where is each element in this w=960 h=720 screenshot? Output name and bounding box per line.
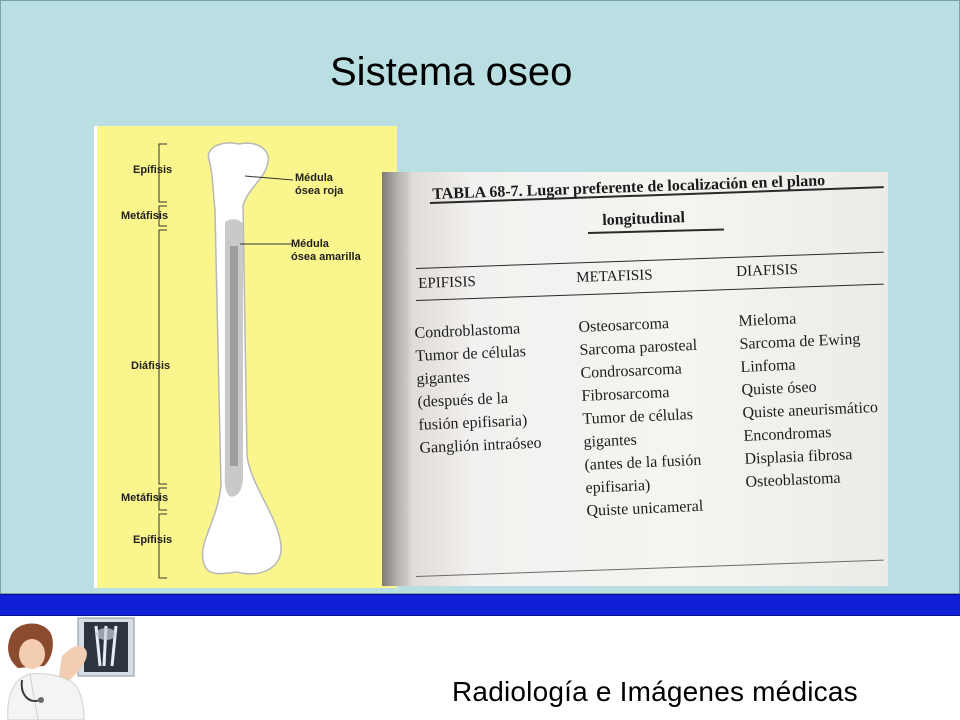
scan-shadow xyxy=(382,172,412,586)
label-epifisis-bottom: Epífisis xyxy=(133,534,173,546)
bone-diagram: Epífisis Metáfisis Diáfisis Metáfisis Ep… xyxy=(94,126,397,588)
column-metafisis: Osteosarcoma Sarcoma parosteal Condrosar… xyxy=(578,311,705,523)
list-item: Osteoblastoma xyxy=(745,469,841,491)
header-epifisis: EPIFISIS xyxy=(418,273,477,292)
table-title: TABLA 68-7. Lugar preferente de localiza… xyxy=(432,172,826,203)
femur-illustration xyxy=(158,142,294,579)
slide-title: Sistema oseo xyxy=(330,50,573,94)
header-metafisis: METAFISIS xyxy=(576,267,653,286)
footer-caption: Radiología e Imágenes médicas xyxy=(452,676,858,707)
header-bottom-rule xyxy=(415,283,884,301)
column-epifisis: Condroblastoma Tumor de células gigantes… xyxy=(414,317,542,460)
list-item: Quiste unicameral xyxy=(586,497,704,520)
label-epifisis-top: Epífisis xyxy=(133,164,173,176)
label-diafisis: Diáfisis xyxy=(131,360,171,372)
header-diafisis: DIAFISIS xyxy=(736,261,799,280)
list-item: Ganglión intraóseo xyxy=(419,434,542,457)
table-subtitle: longitudinal xyxy=(602,209,686,229)
table-bottom-rule xyxy=(415,559,884,577)
column-diafisis: Mieloma Sarcoma de Ewing Linfoma Quiste … xyxy=(738,304,881,494)
divider-band xyxy=(0,594,960,616)
label-medula-amarilla: Médula ósea amarilla xyxy=(291,238,361,263)
scanned-table: TABLA 68-7. Lugar preferente de localiza… xyxy=(382,172,888,586)
label-metafisis-bottom: Metáfisis xyxy=(121,492,169,504)
doctor-xray-picture xyxy=(0,616,156,720)
label-medula-roja: Médula ósea roja xyxy=(295,172,344,197)
label-metafisis-top: Metáfisis xyxy=(121,210,169,222)
